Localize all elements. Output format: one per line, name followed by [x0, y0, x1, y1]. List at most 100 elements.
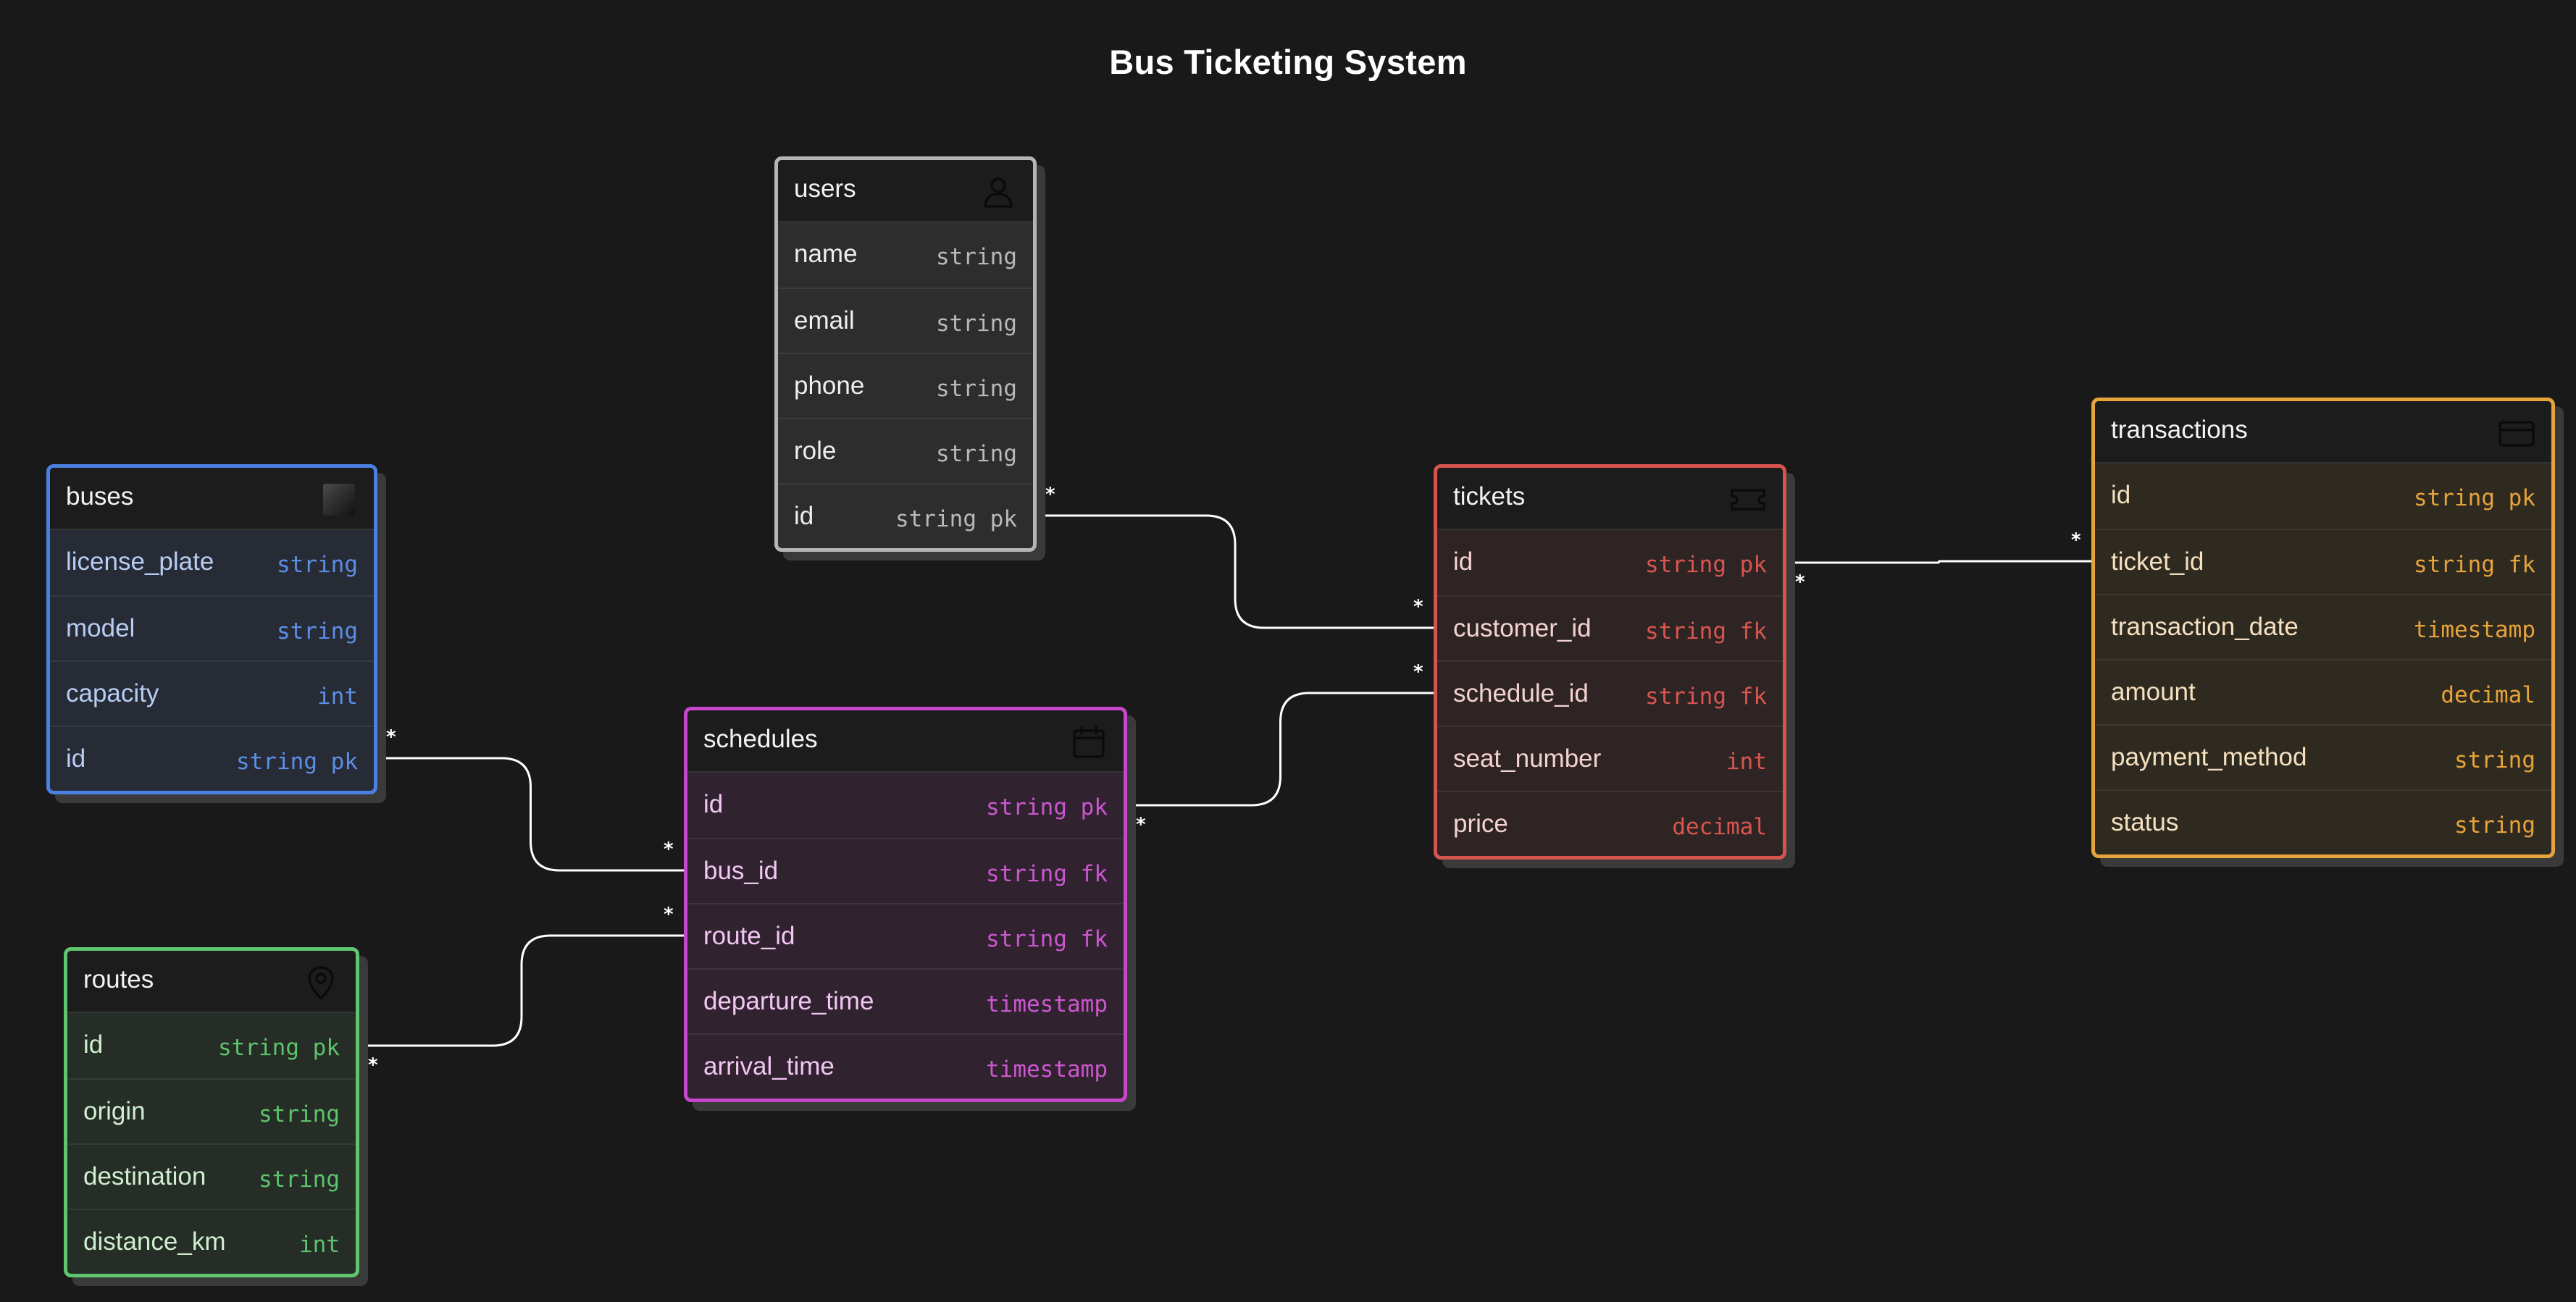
field-type: string pk: [986, 794, 1108, 820]
relationship-line: [1028, 514, 1442, 629]
users-table-header[interactable]: users: [778, 160, 1033, 222]
buses-table-header[interactable]: buses: [50, 468, 374, 530]
calendar-icon: [1070, 723, 1108, 761]
field-type: string: [936, 441, 1017, 467]
field-name: origin: [83, 1097, 146, 1125]
table-row[interactable]: capacity int: [50, 660, 374, 726]
user-icon: [979, 173, 1017, 211]
field-type: string: [936, 376, 1017, 402]
field-name: status: [2111, 808, 2179, 836]
table-row[interactable]: price decimal: [1437, 791, 1783, 856]
field-type: string pk: [2414, 485, 2535, 511]
field-type: string pk: [895, 506, 1017, 532]
field-type: int: [1726, 749, 1767, 775]
table-row[interactable]: departure_time timestamp: [687, 968, 1124, 1033]
cardinality-label: *: [664, 839, 674, 860]
field-name: id: [794, 502, 814, 530]
table-name: schedules: [703, 725, 818, 753]
diagram-title: Bus Ticketing System: [1109, 43, 1467, 81]
field-name: destination: [83, 1162, 206, 1190]
table-name: users: [794, 175, 856, 203]
map-pin-icon: [302, 964, 340, 1001]
field-name: email: [794, 306, 855, 335]
relationship-line: [1118, 692, 1442, 807]
field-type: string: [936, 311, 1017, 337]
table-row[interactable]: bus_id string fk: [687, 838, 1124, 903]
table-row[interactable]: id string pk: [778, 483, 1033, 548]
field-name: phone: [794, 371, 865, 400]
field-type: string: [2454, 747, 2535, 773]
field-name: customer_id: [1453, 614, 1592, 642]
bus-square-icon: [320, 481, 358, 518]
table-row[interactable]: amount decimal: [2095, 659, 2551, 724]
field-name: model: [66, 614, 135, 642]
cardinality-label: *: [1795, 571, 1805, 593]
relationship-line: [369, 757, 693, 872]
table-row[interactable]: role string: [778, 418, 1033, 483]
field-type: string fk: [1645, 684, 1767, 710]
field-type: timestamp: [986, 991, 1108, 1017]
field-type: int: [317, 684, 358, 710]
field-name: bus_id: [703, 857, 779, 885]
field-name: price: [1453, 810, 1508, 838]
field-name: capacity: [66, 679, 159, 707]
field-type: decimal: [2441, 682, 2535, 708]
routes-table-header[interactable]: routes: [67, 951, 356, 1013]
field-type: string pk: [236, 749, 358, 775]
table-row[interactable]: schedule_id string fk: [1437, 660, 1783, 726]
cardinality-label: *: [664, 904, 674, 925]
field-type: string fk: [2414, 552, 2535, 578]
cardinality-label: *: [1136, 814, 1146, 836]
field-type: string fk: [986, 861, 1108, 887]
field-name: arrival_time: [703, 1052, 835, 1080]
field-name: role: [794, 437, 837, 465]
field-name: id: [83, 1030, 104, 1059]
schedules-table-header[interactable]: schedules: [687, 710, 1124, 773]
field-type: string: [277, 552, 358, 578]
field-name: id: [1453, 547, 1473, 576]
cardinality-label: *: [1413, 596, 1423, 618]
transactions-table-header[interactable]: transactions: [2095, 401, 2551, 463]
table-name: tickets: [1453, 482, 1526, 511]
field-name: departure_time: [703, 987, 874, 1015]
field-name: amount: [2111, 678, 2196, 706]
table-row[interactable]: phone string: [778, 353, 1033, 418]
relationship-line: [351, 934, 693, 1047]
table-row[interactable]: email string: [778, 287, 1033, 353]
cardinality-label: *: [1045, 484, 1055, 505]
field-name: schedule_id: [1453, 679, 1589, 707]
field-type: decimal: [1672, 814, 1767, 840]
tickets-table-header[interactable]: tickets: [1437, 468, 1783, 530]
field-name: route_id: [703, 922, 795, 950]
field-type: string: [277, 618, 358, 644]
table-row[interactable]: model string: [50, 595, 374, 660]
field-name: transaction_date: [2111, 613, 2299, 641]
